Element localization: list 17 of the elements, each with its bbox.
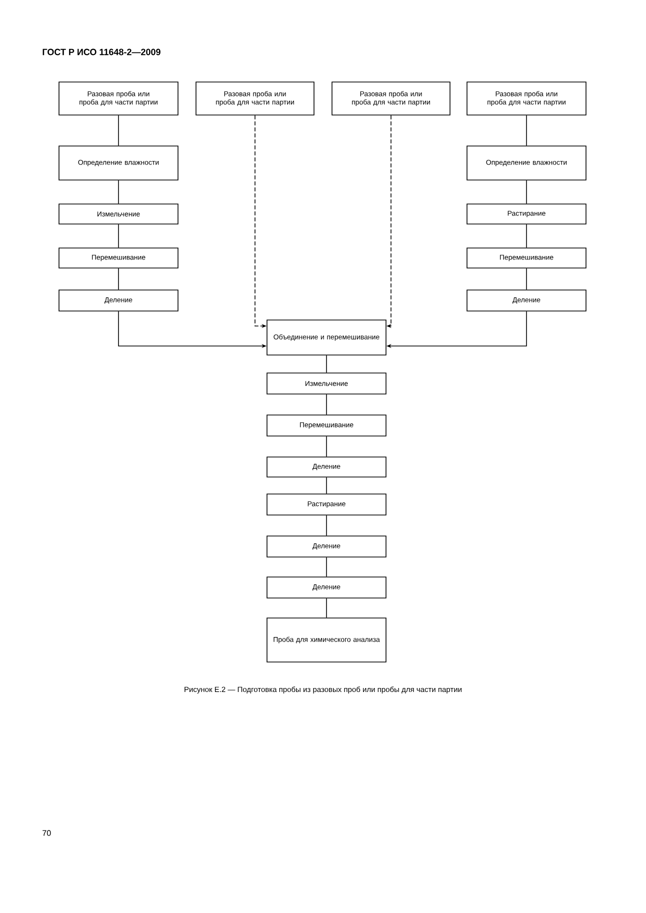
document-header: ГОСТ Р ИСО 11648-2—2009	[42, 48, 160, 56]
connector	[326, 515, 327, 536]
connector	[526, 224, 527, 248]
connector	[526, 180, 527, 204]
connector	[526, 268, 527, 290]
connector	[326, 477, 327, 494]
connector	[326, 557, 327, 577]
connector	[526, 115, 527, 146]
connector	[326, 436, 327, 457]
connector	[326, 598, 327, 618]
connector	[118, 115, 119, 146]
connector	[326, 355, 327, 373]
connector	[118, 180, 119, 204]
connector	[118, 224, 119, 248]
connector	[118, 268, 119, 290]
connector	[326, 394, 327, 415]
page-number: 70	[42, 830, 51, 836]
